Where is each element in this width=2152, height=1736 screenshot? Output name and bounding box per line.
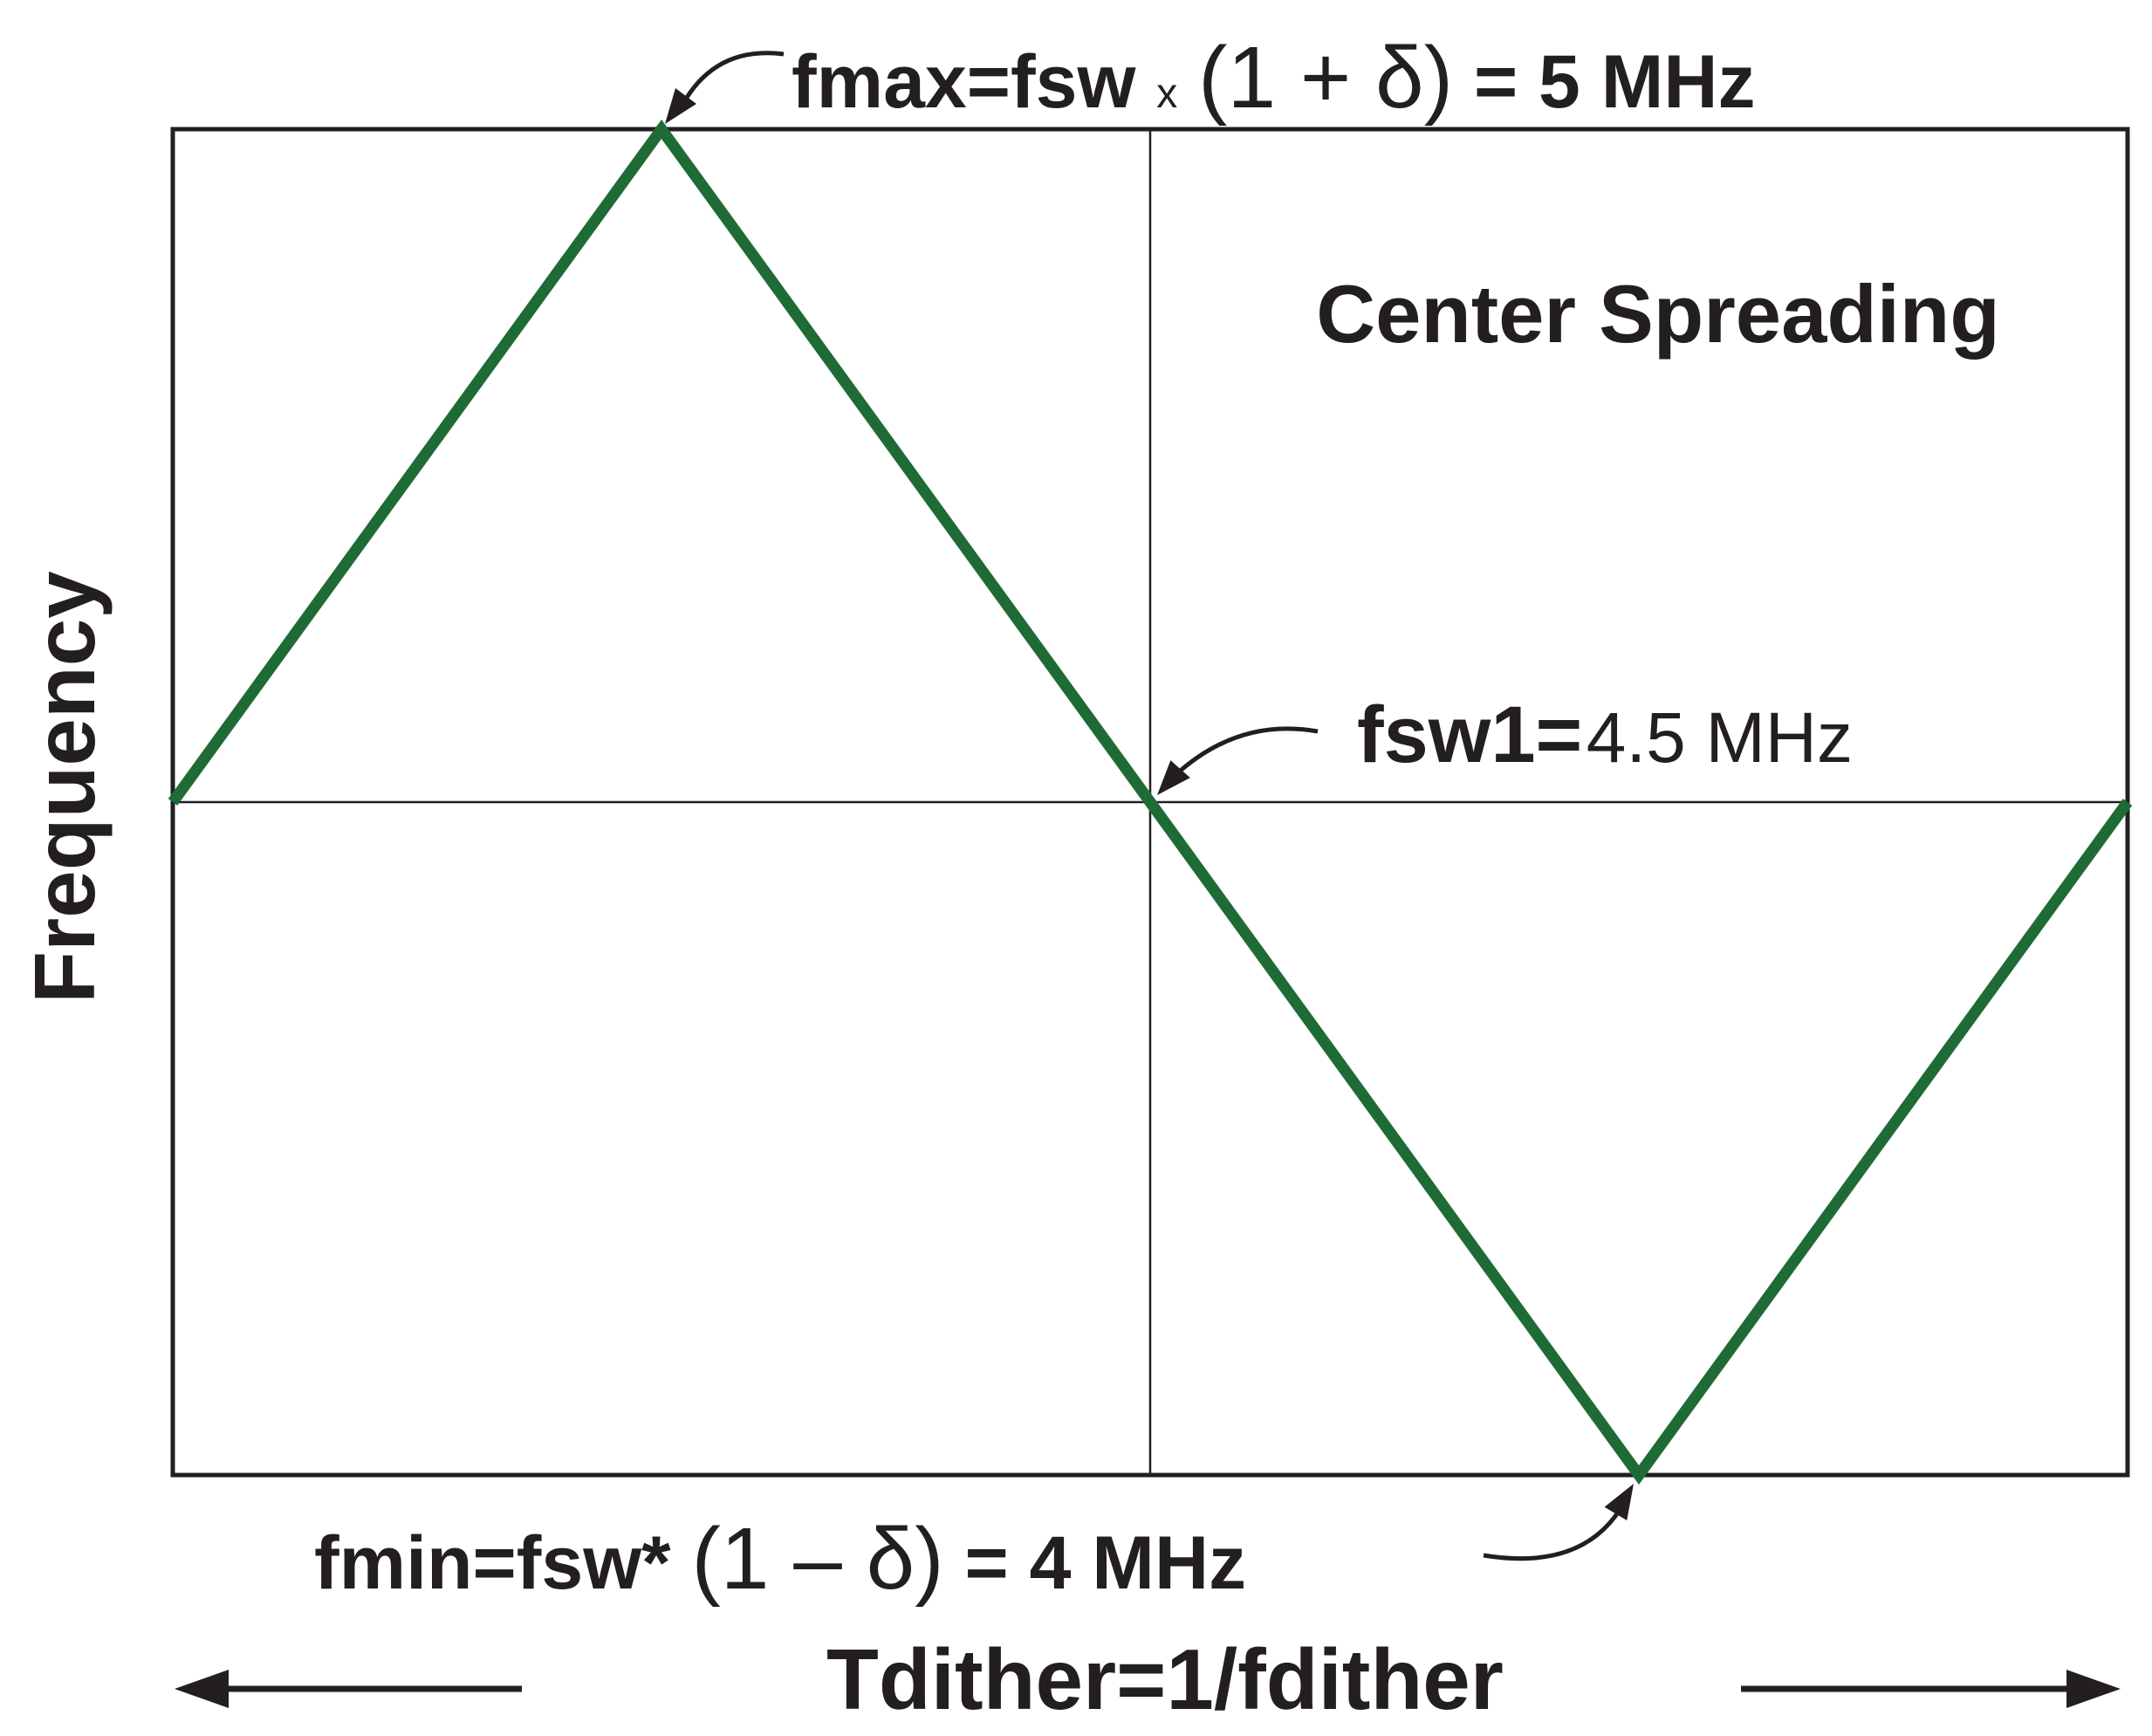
fmax-pointer-arrow: [680, 51, 785, 106]
frequency-series-line: [168, 119, 2133, 1486]
fsw1-pointer-arrow: [1175, 726, 1319, 776]
x-axis-label: Tdither=1/fdither: [826, 1631, 1504, 1727]
fmin-pointer-arrow: [1483, 1508, 1622, 1561]
fmax-label: fmax=fsw x (1 + δ) = 5 MHz: [792, 29, 1756, 127]
fsw1-arrowhead: [1157, 760, 1190, 795]
period-left-arrowhead: [175, 1670, 229, 1708]
fsw1-label: fsw1= 4.5 MHz: [1357, 690, 1853, 779]
fmin-arrowhead: [1604, 1484, 1634, 1521]
period-right-arrowhead: [2066, 1670, 2121, 1708]
fmin-label: fmin=fsw* (1 – δ) = 4 MHz: [314, 1510, 1246, 1608]
center-spreading-annotation: Center Spreading: [1316, 268, 2000, 360]
y-axis-label: Frequency: [17, 571, 113, 1004]
fmax-arrowhead: [665, 88, 696, 124]
